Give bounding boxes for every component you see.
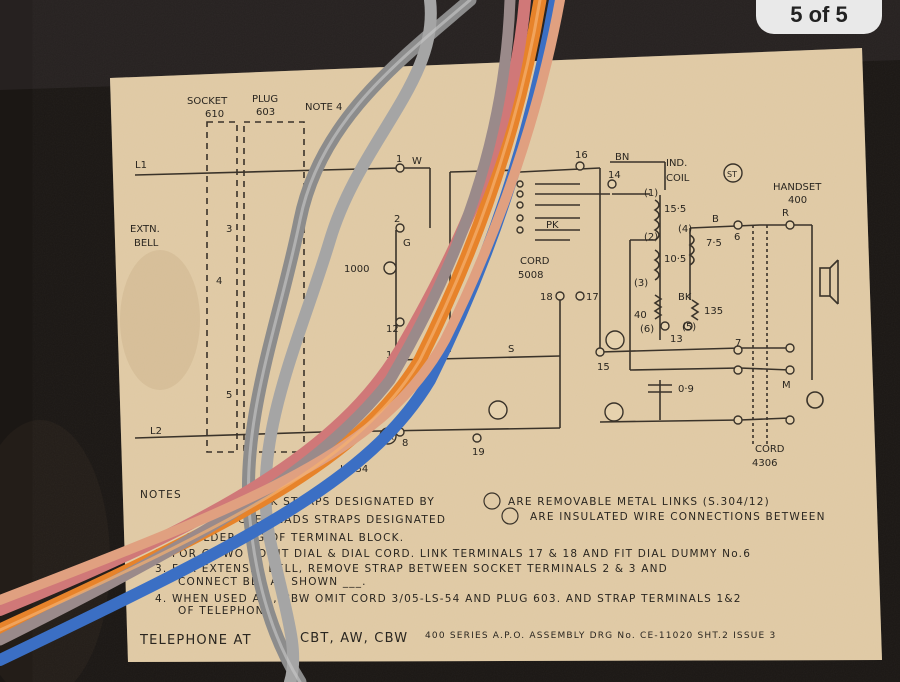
- notes-header: NOTES: [140, 489, 182, 501]
- note4-label: NOTE 4: [305, 102, 342, 113]
- note3-line-b: CONNECT BEL AS SHOWN ___.: [178, 576, 367, 588]
- terminal-7: 7: [735, 338, 741, 349]
- terminal-15: 15: [597, 362, 610, 373]
- colored-twisted-wires: [0, 0, 565, 666]
- st-symbol: ST: [727, 170, 737, 179]
- bracket-3: (3): [634, 278, 648, 289]
- note-symbols: [483, 492, 519, 525]
- plug-number: 603: [256, 107, 275, 118]
- note4-line-b: OF TELEPHONE: [178, 605, 273, 617]
- line-l1-label: L1: [135, 160, 147, 171]
- terminal-14: 14: [608, 170, 621, 181]
- terminal-12: 12: [386, 324, 399, 335]
- footer-drawing-ref: 400 SERIES A.P.O. ASSEMBLY DRG No. CE-11…: [425, 631, 776, 641]
- note4-line-a: 4. WHEN USED AS , CBW OMIT CORD 3/05-LS-…: [155, 593, 742, 605]
- terminal-4: 4: [216, 276, 222, 287]
- cord-5008-label: 5008: [518, 270, 543, 281]
- terminal-1: 1: [396, 154, 402, 165]
- coil155-label: 15·5: [664, 204, 686, 215]
- wire-bk-label: BK: [678, 292, 692, 303]
- wire-s-label: S: [508, 344, 514, 355]
- wire-pk-label: PK: [546, 220, 559, 231]
- cord-label: CORD: [520, 256, 550, 267]
- capacitor-label: 1000: [344, 264, 369, 275]
- wire-w-label: W: [412, 156, 422, 167]
- resistor135-label: 135: [704, 306, 723, 317]
- gray-twisted-wires: [241, 0, 477, 682]
- footer-models: CBT, AW, CBW: [300, 631, 408, 646]
- terminal-8: 8: [402, 438, 408, 449]
- footer-telephone: TELEPHONE AT: [139, 633, 252, 648]
- terminal-17: 17: [586, 292, 599, 303]
- paper-stain: [120, 250, 200, 390]
- cord-bottom-label: CORD: [755, 444, 785, 455]
- capacitor2-label: 0·9: [678, 384, 694, 395]
- handset-label: HANDSET: [773, 182, 822, 193]
- note2: 2. FOR CB WO , OMIT DIAL & DIAL CORD. LI…: [155, 548, 751, 560]
- bracket-4: (4): [678, 224, 692, 235]
- coil-label: COIL: [666, 173, 690, 184]
- wire-r-label: R: [782, 208, 789, 219]
- note1-line-e: SOLDER LUG OF TERMINAL BLOCK.: [186, 532, 404, 544]
- terminal-18: 18: [540, 292, 553, 303]
- ind-label: IND.: [666, 158, 687, 169]
- terminal-3: 3: [226, 224, 232, 235]
- cord-4306-label: 4306: [752, 458, 777, 469]
- terminal-19: 19: [472, 447, 485, 458]
- wire-m-label: M: [782, 380, 791, 391]
- terminal-13: 13: [670, 334, 683, 345]
- terminal-2: 2: [394, 214, 400, 225]
- slide-counter-badge: 5 of 5: [756, 0, 882, 34]
- extn-label: EXTN.: [130, 224, 160, 235]
- handset-number: 400: [788, 195, 807, 206]
- resistor40-label: 40: [634, 310, 647, 321]
- wire-bn-label: BN: [615, 152, 629, 163]
- bracket-2: (2): [644, 232, 658, 243]
- wire-g-label: G: [403, 238, 411, 249]
- note1-line-d: ARE INSULATED WIRE CONNECTIONS BETWEEN: [530, 511, 826, 523]
- bell-label: BELL: [134, 238, 159, 249]
- terminal-6: 6: [734, 232, 740, 243]
- plug-label: PLUG: [252, 94, 278, 105]
- bracket-1: (1): [644, 188, 658, 199]
- note3-line-a: 3. FOR EXTENSIO BELL, REMOVE STRAP BETWE…: [155, 563, 668, 575]
- bracket-5: (5): [682, 322, 696, 333]
- bracket-6: (6): [640, 324, 654, 335]
- wire-b-label: B: [712, 214, 719, 225]
- terminal-5: 5: [226, 390, 232, 401]
- coil105-label: 10·5: [664, 254, 686, 265]
- socket-label: SOCKET: [187, 96, 228, 107]
- coil75-label: 7·5: [706, 238, 722, 249]
- terminal-16: 16: [575, 150, 588, 161]
- line-l2-label: L2: [150, 426, 162, 437]
- socket-number: 610: [205, 109, 224, 120]
- note1-line-b: ARE REMOVABLE METAL LINKS (S.304/12): [508, 496, 770, 508]
